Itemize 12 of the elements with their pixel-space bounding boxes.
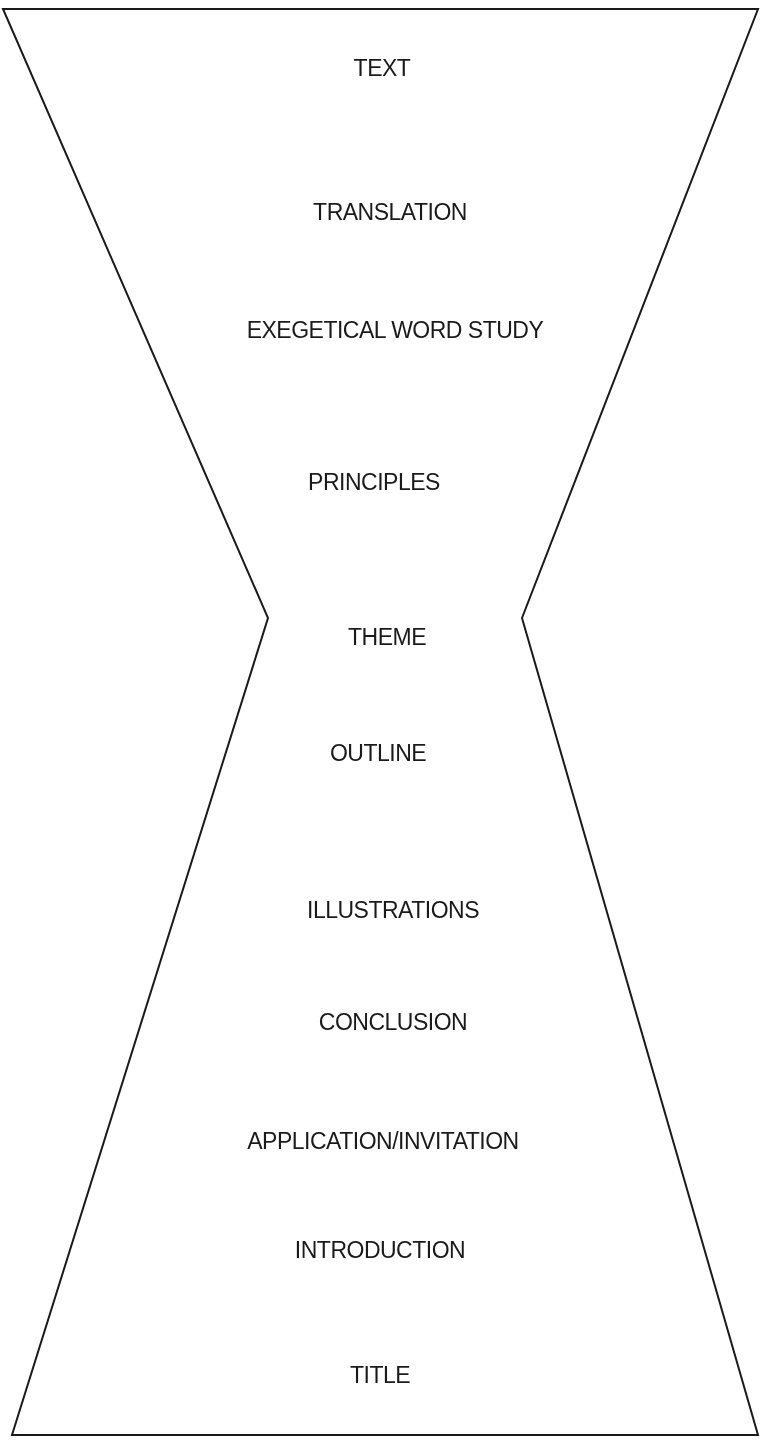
hourglass-shape bbox=[2, 8, 759, 1436]
stage-label: TITLE bbox=[349, 1361, 411, 1389]
stage-label: EXEGETICAL WORD STUDY bbox=[246, 316, 544, 344]
stage-label: TRANSLATION bbox=[313, 198, 467, 226]
stage-label: INTRODUCTION bbox=[294, 1236, 466, 1264]
stage-label: PRINCIPLES bbox=[308, 468, 440, 496]
stage-label: APPLICATION/INVITATION bbox=[247, 1127, 519, 1155]
stage-label: ILLUSTRATIONS bbox=[307, 896, 479, 924]
stage-label: OUTLINE bbox=[329, 739, 427, 767]
stage-label: CONCLUSION bbox=[318, 1008, 468, 1036]
stage-label: TEXT bbox=[353, 54, 411, 82]
stage-label: THEME bbox=[348, 623, 426, 651]
